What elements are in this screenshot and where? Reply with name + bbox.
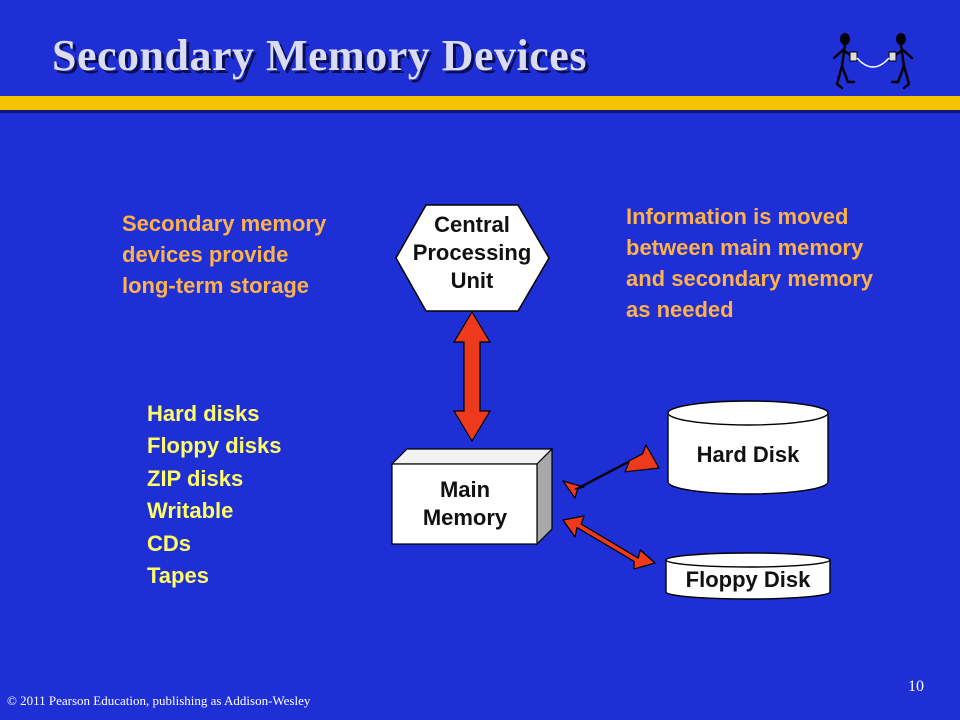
transfer-note-line: as needed (626, 297, 734, 322)
title-accent-shadow (0, 110, 960, 113)
cpu-label-line: Processing (412, 240, 532, 265)
cpu-memory-arrow (452, 310, 492, 443)
storage-note-line: long-term storage (122, 273, 310, 298)
storage-note-line: Secondary memory (122, 211, 327, 236)
list-item: ZIP disks (147, 465, 244, 491)
main-memory-label: Main Memory (392, 476, 538, 532)
cpu-label: Central Processing Unit (396, 211, 548, 295)
title-accent-bar (0, 96, 960, 110)
main-memory-box (390, 447, 554, 546)
floppy-disk-label: Floppy Disk (685, 567, 811, 592)
transfer-note-line: and secondary memory (626, 266, 873, 291)
cpu-hexagon (395, 204, 550, 312)
list-item: Tapes (147, 563, 209, 589)
main-memory-label-line: Memory (422, 505, 508, 530)
hard-disk-cylinder (667, 400, 829, 495)
main-memory-label-line: Main (439, 477, 491, 502)
storage-note-line: devices provide (122, 242, 289, 267)
list-item: Floppy disks (147, 433, 282, 459)
two-people-phone-logo-icon (832, 33, 914, 90)
list-item: CDs (147, 530, 192, 556)
storage-note: Secondary memory devices provide long-te… (122, 208, 326, 301)
transfer-note-line: between main memory (626, 235, 864, 260)
cpu-label-line: Central (434, 212, 510, 237)
cpu-label-line: Unit (450, 268, 494, 293)
slide-title: Secondary Memory Devices (52, 31, 587, 80)
page-number: 10 (908, 678, 924, 695)
transfer-note-line: Information is moved (626, 204, 849, 229)
hard-disk-label: Hard Disk (696, 442, 800, 467)
transfer-note: Information is moved between main memory… (626, 201, 873, 325)
device-list: Hard disks Floppy disks ZIP disks Writab… (147, 398, 281, 592)
copyright-footer: © 2011 Pearson Education, publishing as … (7, 693, 311, 708)
memory-floppy-arrow (562, 515, 656, 570)
floppy-disk-cylinder (665, 552, 831, 600)
list-item: Writable (147, 498, 234, 524)
memory-harddisk-arrow (562, 444, 660, 499)
list-item: Hard disks (147, 401, 260, 426)
